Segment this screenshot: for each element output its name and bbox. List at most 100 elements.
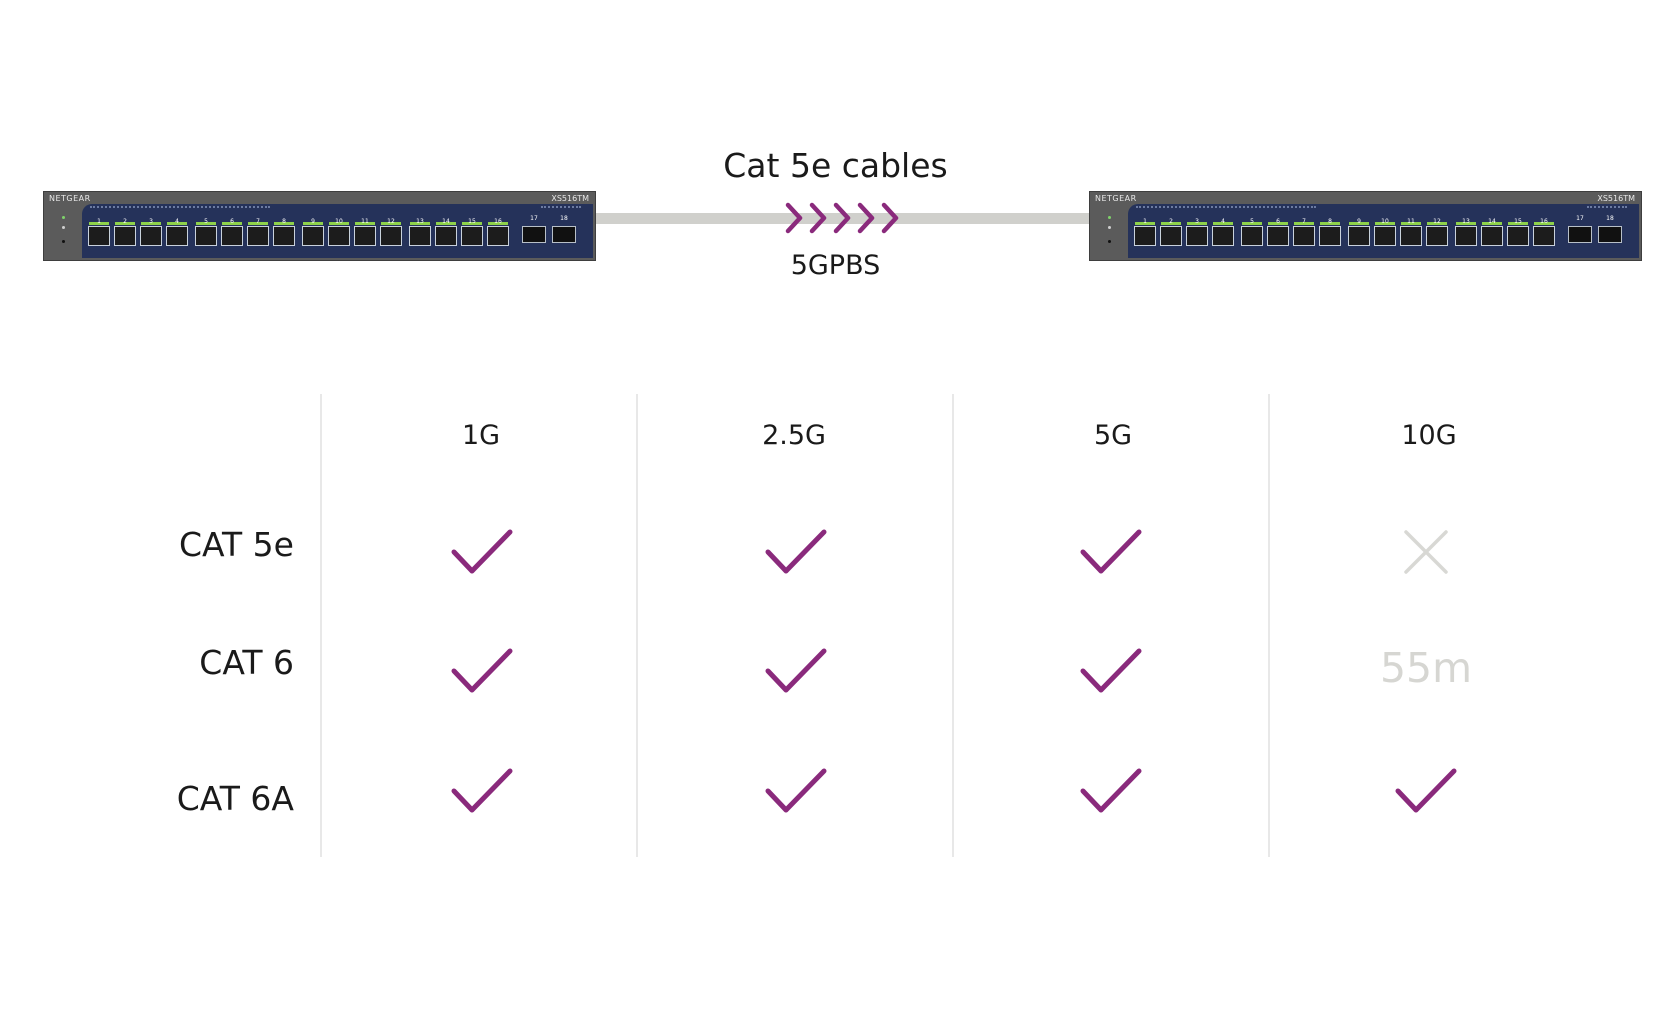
switch-sfp-legend-text — [1587, 206, 1627, 218]
table-divider — [636, 394, 638, 857]
rj45-port: 14 — [435, 218, 457, 246]
switch-sfp-legend-text — [541, 206, 581, 218]
rj45-port: 8 — [1319, 218, 1341, 246]
rj45-port: 2 — [114, 218, 136, 246]
port-number: 3 — [149, 218, 153, 225]
rj45-port: 9 — [1348, 218, 1370, 246]
table-divider — [320, 394, 322, 857]
port-number: 4 — [175, 218, 179, 225]
port-number: 16 — [494, 218, 502, 225]
port-number: 1 — [1143, 218, 1147, 225]
switch-model: XS516TM — [551, 194, 589, 203]
sfp-port: 17 — [1568, 215, 1592, 243]
cable-type-title: Cat 5e cables — [723, 146, 948, 185]
column-header-10g: 10G — [1401, 420, 1457, 451]
port-number: 13 — [416, 218, 424, 225]
checkmark-icon — [1395, 768, 1457, 813]
rj45-port: 8 — [273, 218, 295, 246]
rj45-port: 7 — [1293, 218, 1315, 246]
table-divider — [952, 394, 954, 857]
rj45-port: 12 — [380, 218, 402, 246]
status-leds — [1094, 206, 1124, 256]
rj45-port: 16 — [1533, 218, 1555, 246]
rj45-port: 5 — [1241, 218, 1263, 246]
column-header-1g: 1G — [461, 420, 501, 451]
port-number: 18 — [1606, 215, 1614, 222]
checkmark-icon — [765, 529, 827, 574]
port-number: 1 — [97, 218, 101, 225]
rj45-port: 15 — [1507, 218, 1529, 246]
row-header-cat6a: CAT 6A — [176, 779, 294, 818]
status-leds — [48, 206, 78, 256]
column-header-2-5g: 2.5G — [762, 420, 826, 451]
table-divider — [1268, 394, 1270, 857]
port-number: 10 — [335, 218, 343, 225]
port-number: 6 — [1276, 218, 1280, 225]
rj45-port: 4 — [1212, 218, 1234, 246]
cross-icon — [1404, 530, 1448, 574]
rj45-port: 6 — [221, 218, 243, 246]
row-header-cat6: CAT 6 — [199, 643, 294, 682]
port-number: 10 — [1381, 218, 1389, 225]
rj45-port: 1 — [1134, 218, 1156, 246]
row-header-cat5e: CAT 5e — [178, 525, 294, 564]
distance-limit-label: 55m — [1379, 644, 1473, 692]
port-number: 5 — [204, 218, 208, 225]
port-number: 7 — [256, 218, 260, 225]
port-number: 11 — [361, 218, 369, 225]
checkmark-icon — [451, 529, 513, 574]
switch-brand: NETGEAR — [49, 194, 91, 203]
switch-model: XS516TM — [1597, 194, 1635, 203]
rj45-port: 11 — [1400, 218, 1422, 246]
port-number: 11 — [1407, 218, 1415, 225]
switch-brand: NETGEAR — [1095, 194, 1137, 203]
checkmark-icon — [765, 648, 827, 693]
speed-label: 5GPBS — [790, 250, 881, 281]
rj45-port: 13 — [409, 218, 431, 246]
cable-line — [596, 213, 1092, 224]
port-number: 15 — [468, 218, 476, 225]
port-number: 15 — [1514, 218, 1522, 225]
checkmark-icon — [451, 648, 513, 693]
checkmark-icon — [451, 768, 513, 813]
port-number: 5 — [1250, 218, 1254, 225]
port-number: 8 — [282, 218, 286, 225]
rj45-port: 3 — [1186, 218, 1208, 246]
rj45-port: 16 — [487, 218, 509, 246]
rj45-port: 13 — [1455, 218, 1477, 246]
port-number: 8 — [1328, 218, 1332, 225]
port-number: 13 — [1462, 218, 1470, 225]
rj45-port: 15 — [461, 218, 483, 246]
port-number: 12 — [1433, 218, 1441, 225]
port-number: 2 — [123, 218, 127, 225]
data-flow-arrows-icon — [785, 202, 899, 234]
checkmark-icon — [1080, 768, 1142, 813]
switch-legend-text — [1136, 206, 1316, 218]
rj45-port: 2 — [1160, 218, 1182, 246]
rj45-port: 4 — [166, 218, 188, 246]
port-number: 2 — [1169, 218, 1173, 225]
port-number: 3 — [1195, 218, 1199, 225]
rj45-port: 9 — [302, 218, 324, 246]
port-number: 14 — [442, 218, 450, 225]
sfp-port: 17 — [522, 215, 546, 243]
port-number: 12 — [387, 218, 395, 225]
port-number: 7 — [1302, 218, 1306, 225]
checkmark-icon — [765, 768, 827, 813]
rj45-port: 10 — [1374, 218, 1396, 246]
port-number: 17 — [530, 215, 538, 222]
sfp-port: 18 — [1598, 215, 1622, 243]
port-number: 9 — [311, 218, 315, 225]
rj45-port: 5 — [195, 218, 217, 246]
rj45-port: 10 — [328, 218, 350, 246]
port-number: 16 — [1540, 218, 1548, 225]
rj45-port: 6 — [1267, 218, 1289, 246]
rj45-port: 11 — [354, 218, 376, 246]
checkmark-icon — [1080, 529, 1142, 574]
port-number: 18 — [560, 215, 568, 222]
switch-legend-text — [90, 206, 270, 218]
rj45-port: 14 — [1481, 218, 1503, 246]
